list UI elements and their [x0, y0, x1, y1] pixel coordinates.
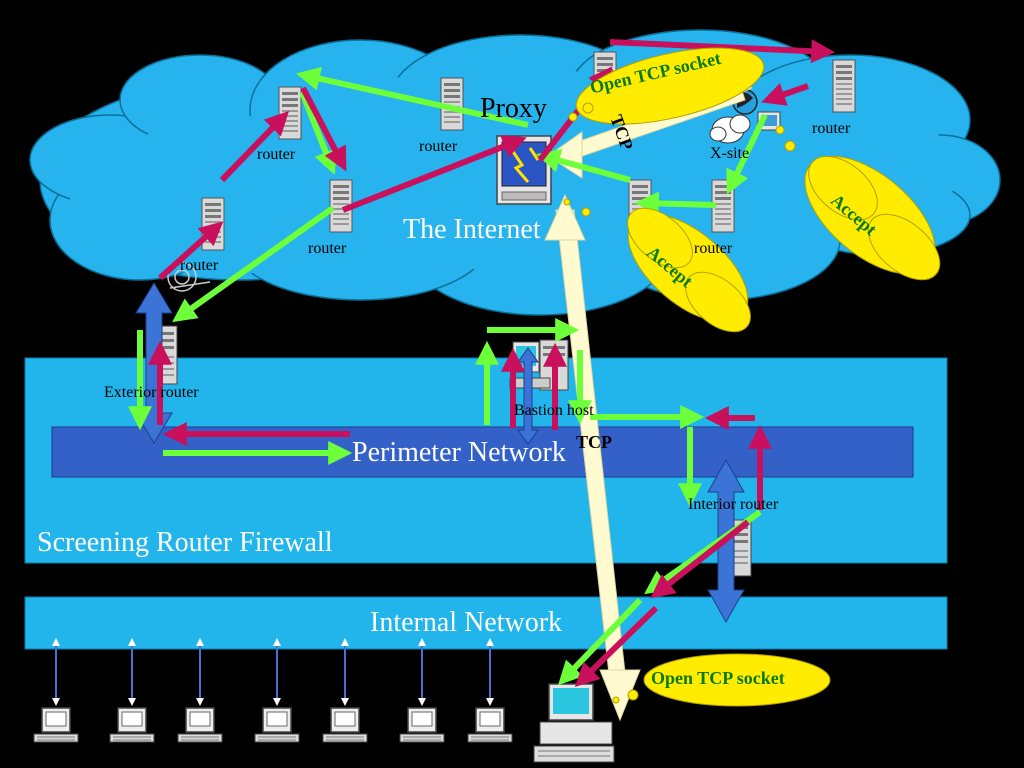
internal-network-band	[24, 596, 948, 650]
router-label: router	[180, 257, 219, 274]
proxy-label: Proxy	[480, 93, 547, 124]
router-label: router	[694, 240, 733, 257]
router-icon	[278, 86, 302, 140]
perimeter-network-label: Perimeter Network	[352, 437, 566, 468]
workstation-icon	[109, 707, 155, 743]
workstation-icon	[33, 707, 79, 743]
interior-router-label: Interior router	[688, 496, 779, 513]
router-icon	[201, 197, 225, 251]
router-icon	[832, 59, 856, 113]
exterior-router-label: Exterior router	[104, 384, 199, 401]
internet-label: The Internet	[403, 214, 541, 245]
workstation-icon	[254, 707, 300, 743]
workstation-icon	[322, 707, 368, 743]
internal-hosts	[33, 638, 513, 743]
tcp-label-mid: TCP	[576, 432, 612, 452]
workstation-icon	[467, 707, 513, 743]
accept-bubble-right	[775, 125, 941, 281]
open-socket-bubble-bottom	[612, 653, 831, 707]
workstation-icon	[177, 707, 223, 743]
open-tcp-socket-bottom-text: Open TCP socket	[651, 668, 785, 688]
client-workstation-icon	[533, 683, 615, 763]
accept-bubble-mid	[563, 198, 751, 333]
open-socket-bubble-top	[568, 47, 765, 125]
router-label: router	[812, 120, 851, 137]
router-label: router	[257, 146, 296, 163]
bastion-host-label: Bastion host	[514, 402, 594, 419]
xsite-label: X-site	[710, 145, 750, 162]
bastion-host-icon	[509, 339, 569, 391]
workstation-icon	[399, 707, 445, 743]
satellite-dish-icon	[167, 262, 211, 292]
router-label: router	[419, 138, 458, 155]
router-label: router	[308, 240, 347, 257]
internal-network-label: Internal Network	[370, 607, 563, 638]
screening-firewall-label: Screening Router Firewall	[37, 527, 333, 558]
